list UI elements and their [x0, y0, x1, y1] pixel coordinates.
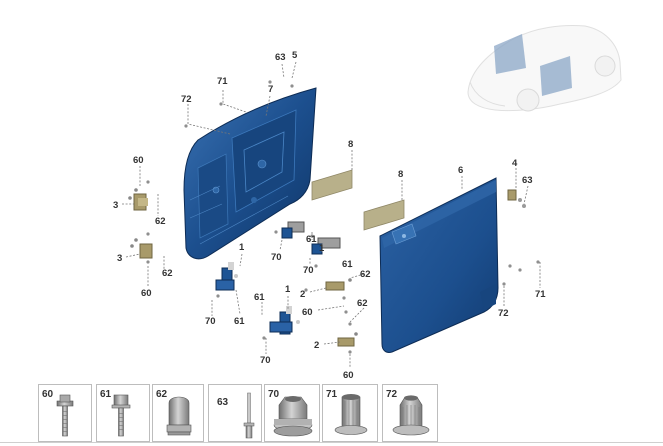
lock-actuator-lower — [269, 306, 300, 335]
hardware-item-62[interactable]: 62 — [152, 384, 204, 442]
callout-70: 70 — [271, 252, 282, 263]
callout-62: 62 — [360, 269, 371, 280]
hardware-label: 70 — [268, 389, 280, 400]
callout-70: 70 — [303, 265, 314, 276]
callout-1: 1 — [285, 284, 291, 295]
rear-door-shell — [379, 177, 499, 353]
rivet-nut-icon — [334, 394, 368, 435]
callout-61: 61 — [342, 259, 353, 270]
callout-61: 61 — [254, 292, 265, 303]
hardware-label: 71 — [326, 389, 338, 400]
callout-8: 8 — [398, 169, 403, 180]
callout-63: 63 — [522, 175, 533, 186]
callout-6: 6 — [458, 165, 463, 176]
callout-2: 2 — [314, 340, 319, 351]
hardware-item-61[interactable]: 61 — [96, 384, 150, 442]
leader-lines — [122, 61, 541, 368]
hardware-label: 60 — [42, 389, 54, 400]
hardware-item-70[interactable]: 70 — [264, 384, 320, 442]
rear-hinge-2-lower — [337, 332, 358, 347]
knurled-rivet-nut-icon — [392, 395, 430, 436]
striker-4 — [507, 189, 526, 208]
callout-60: 60 — [302, 307, 313, 318]
callout-7: 7 — [268, 84, 273, 95]
callout-4: 4 — [512, 158, 518, 169]
rear-hinge-2-upper — [325, 278, 352, 291]
window-film-lower — [363, 199, 405, 231]
bottom-divider — [0, 442, 663, 443]
callout-3: 3 — [117, 253, 122, 264]
hardware-item-72[interactable]: 72 — [382, 384, 438, 442]
callout-2: 2 — [300, 289, 305, 300]
callout-72: 72 — [498, 308, 509, 319]
callout-8: 8 — [348, 139, 353, 150]
callout-62: 62 — [357, 298, 368, 309]
callout-62: 62 — [162, 268, 173, 279]
callout-62: 62 — [155, 216, 166, 227]
callout-71: 71 — [217, 76, 228, 87]
loose-fasteners — [146, 80, 540, 354]
callout-3: 3 — [113, 200, 118, 211]
hardware-item-71[interactable]: 71 — [322, 384, 378, 442]
lower-hinge-3 — [130, 238, 153, 259]
hardware-label: 62 — [156, 389, 168, 400]
vehicle-locator-thumbnail — [467, 25, 622, 112]
flange-bolt-icon — [56, 394, 74, 437]
hardware-label: 63 — [217, 397, 229, 408]
rivet-icon — [243, 392, 255, 439]
hardware-item-60[interactable]: 60 — [38, 384, 92, 442]
hardware-label: 72 — [386, 389, 398, 400]
window-film-upper — [311, 169, 353, 201]
callout-61: 61 — [234, 316, 245, 327]
upper-hinge-3 — [128, 188, 148, 211]
callout-61: 61 — [306, 234, 317, 245]
callout-5: 5 — [292, 50, 298, 61]
callout-60: 60 — [133, 155, 144, 166]
callout-63: 63 — [275, 52, 286, 63]
lock-actuator-left — [215, 262, 238, 291]
callout-60: 60 — [343, 370, 354, 381]
callout-labels: 63 5 71 7 72 8 8 6 4 63 60 3 62 3 62 60 … — [113, 50, 546, 381]
callout-60: 60 — [141, 288, 152, 299]
cap-nut-icon — [166, 396, 192, 436]
callout-70: 70 — [260, 355, 271, 366]
hardware-legend: 60 61 62 63 70 — [38, 384, 438, 442]
callout-1: 1 — [239, 242, 245, 253]
hex-bolt-icon — [111, 394, 131, 437]
callout-70: 70 — [205, 316, 216, 327]
hardware-label: 61 — [100, 389, 112, 400]
hardware-item-63[interactable]: 63 — [208, 384, 262, 442]
callout-71: 71 — [535, 289, 546, 300]
callout-72: 72 — [181, 94, 192, 105]
callout-1: 1 — [319, 243, 325, 254]
flange-nut-icon — [273, 396, 313, 437]
front-door-shell — [183, 87, 317, 260]
